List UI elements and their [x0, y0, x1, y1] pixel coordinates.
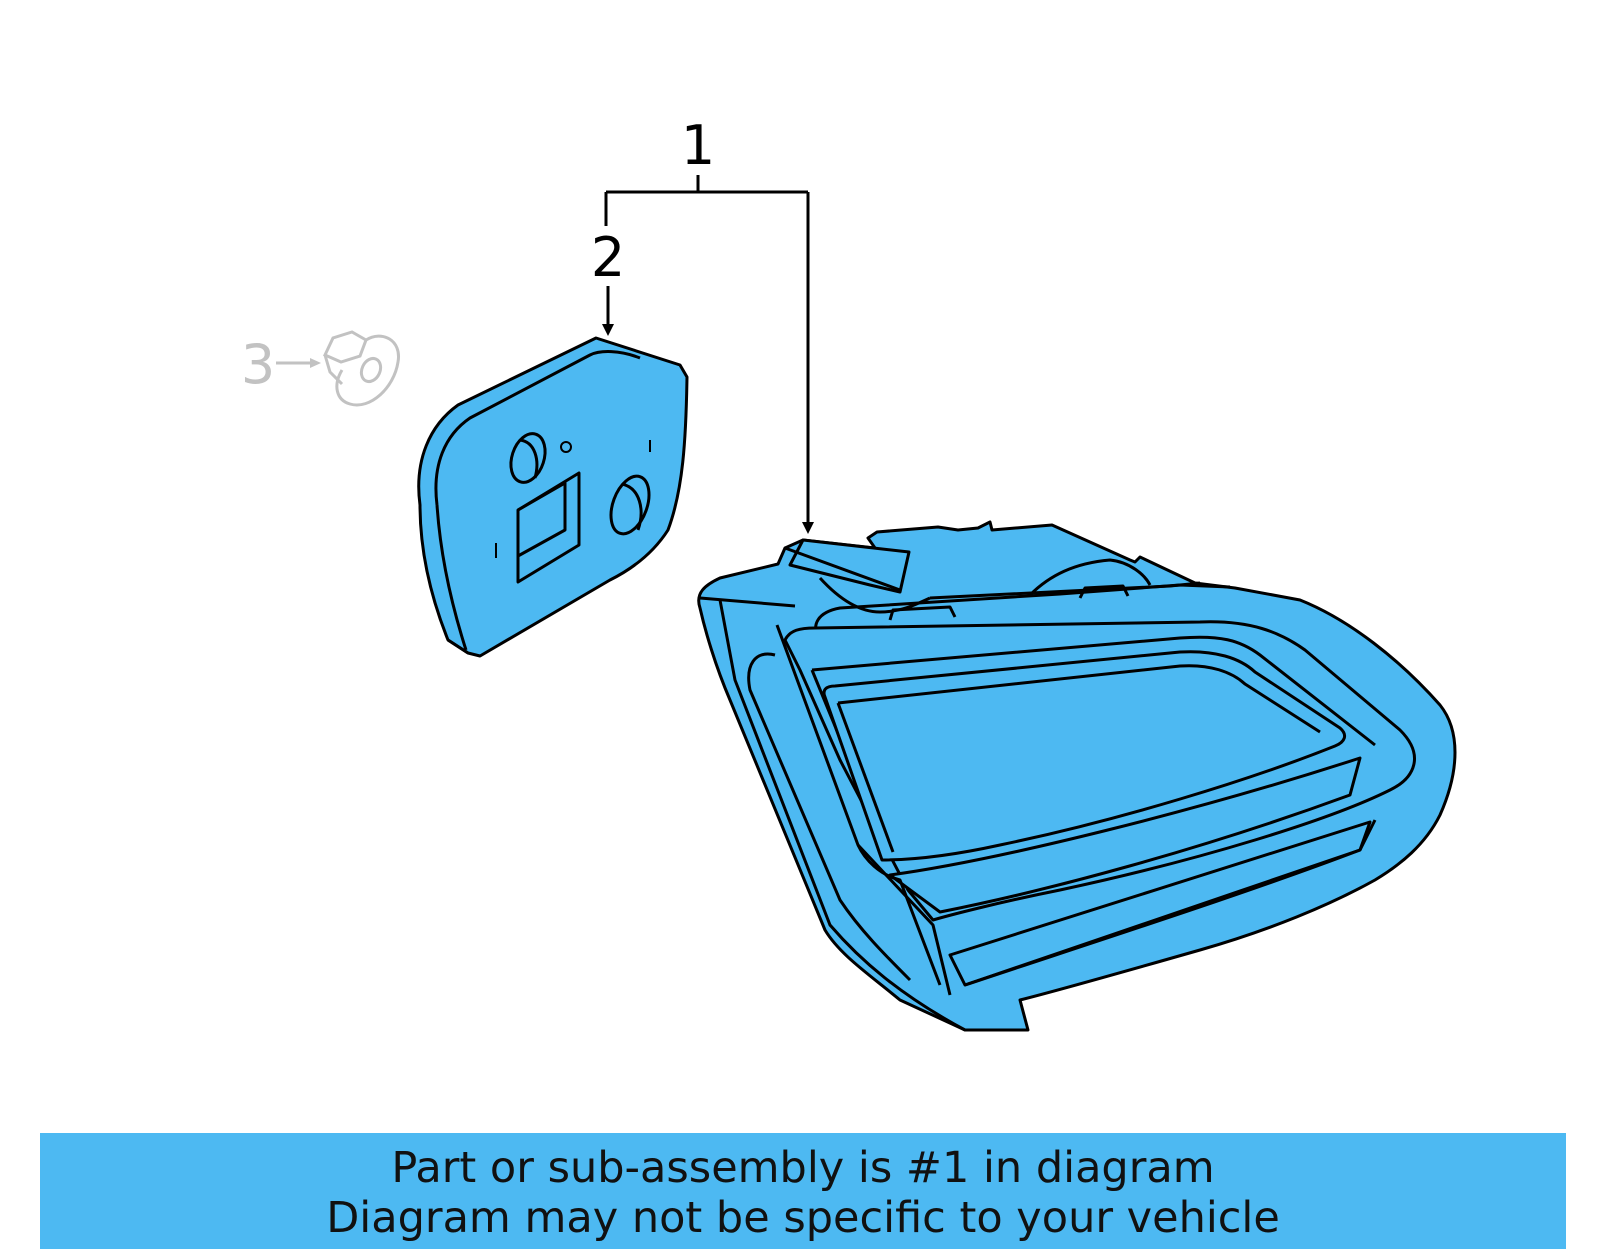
tail-lamp-assembly-part [697, 520, 1457, 1032]
callout-1-leader [604, 175, 814, 534]
disclaimer-banner: Part or sub-assembly is #1 in diagram Di… [40, 1133, 1566, 1249]
callout-3-label: 3 [241, 333, 275, 396]
socket-cover-part [417, 336, 689, 658]
retaining-nut-part [322, 330, 400, 407]
disclaimer-line-2: Diagram may not be specific to your vehi… [326, 1193, 1280, 1243]
disclaimer-line-1: Part or sub-assembly is #1 in diagram [391, 1143, 1215, 1193]
parts-diagram: 1 2 3 [241, 114, 1457, 1032]
callout-2-label: 2 [591, 226, 625, 289]
callout-1-label: 1 [681, 114, 715, 177]
